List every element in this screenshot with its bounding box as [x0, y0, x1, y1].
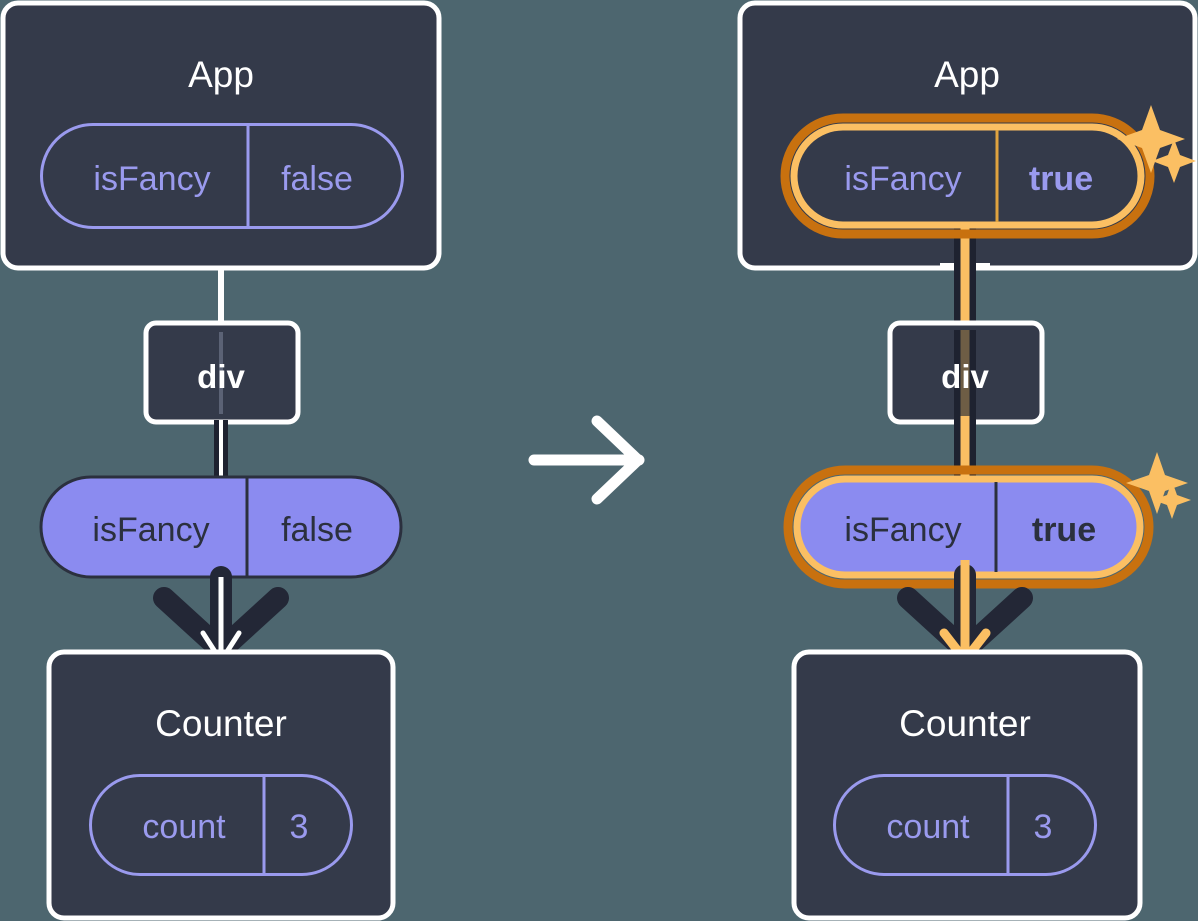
counter-node-title: Counter — [899, 703, 1031, 744]
counter-state-pill[interactable] — [89, 774, 353, 876]
counter-state-value: 3 — [1034, 808, 1053, 846]
sparkle-icon-large-prop — [1126, 452, 1188, 514]
counter-state-key: count — [142, 808, 226, 846]
counter-node-title: Counter — [155, 703, 287, 744]
sparkle-icon-small-app — [1152, 139, 1196, 183]
counter-node-box[interactable] — [791, 649, 1143, 921]
counter-state-key: count — [886, 808, 970, 846]
app-state-value: false — [281, 160, 353, 198]
sparkle-icon-large-app — [1117, 105, 1185, 173]
sparkle-icon-small-prop — [1153, 481, 1191, 519]
div-node-title: div — [197, 358, 245, 395]
app-state-key: isFancy — [844, 160, 961, 198]
app-node-title: App — [934, 54, 1000, 95]
app-state-pill-ring-outer — [780, 113, 1155, 239]
app-node-title: App — [188, 54, 254, 95]
app-state-pill-ring-inner — [790, 123, 1145, 229]
prop-pill-key: isFancy — [92, 511, 209, 549]
prop-pill-value: true — [1032, 511, 1096, 549]
counter-state-pill[interactable] — [833, 774, 1097, 876]
prop-pill-value: false — [281, 511, 353, 549]
counter-state-value: 3 — [290, 808, 309, 846]
app-node-box[interactable] — [0, 0, 442, 271]
arrow-right-icon — [528, 415, 645, 505]
app-state-key: isFancy — [93, 160, 210, 198]
div-node-title: div — [941, 358, 989, 395]
prop-pill-key: isFancy — [844, 511, 961, 549]
app-state-value: true — [1029, 160, 1093, 198]
counter-node-box[interactable] — [46, 649, 396, 921]
app-state-pill[interactable] — [40, 123, 404, 229]
